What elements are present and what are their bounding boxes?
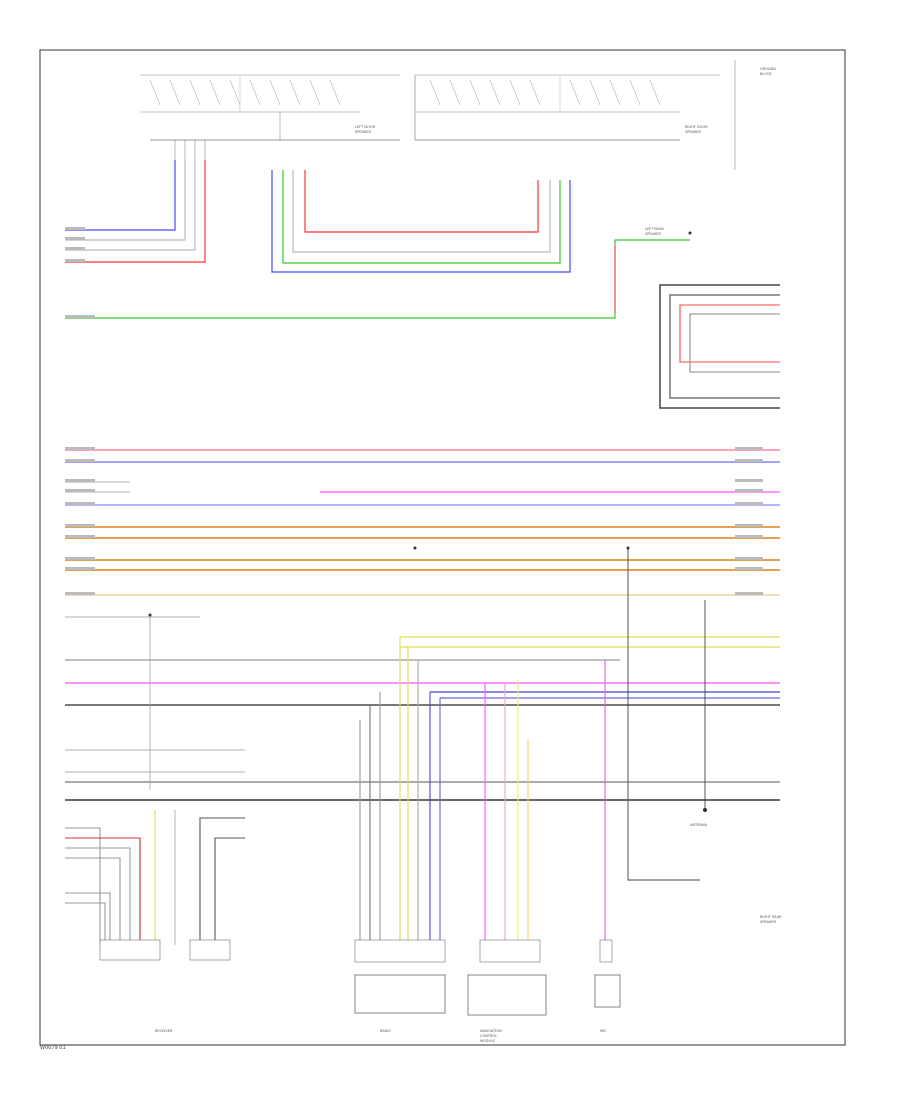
connector-pins [99,939,613,963]
connector-stubs-top [174,140,206,160]
label-mic: MIC [600,1029,607,1033]
bus-wires [65,449,780,801]
right-module-wires [659,284,780,409]
diagram-frame [39,49,846,1046]
label-radio: RADIO [380,1029,391,1033]
lower-left-wires [65,615,245,945]
top-connector-right [414,60,736,170]
speaker-wires-top-left [65,160,206,263]
splice-dots [148,231,707,812]
speaker-wires-top-middle [271,170,571,273]
label-receiver: RECEIVER [155,1029,173,1033]
footer-code: W0079 01 [40,1045,66,1051]
label-antenna: ANTENNA [690,823,708,827]
top-connector-left [140,74,400,141]
vertical-drops [359,548,706,955]
bottom-connector-boxes [354,974,621,1016]
wire-label-marks [65,227,763,595]
